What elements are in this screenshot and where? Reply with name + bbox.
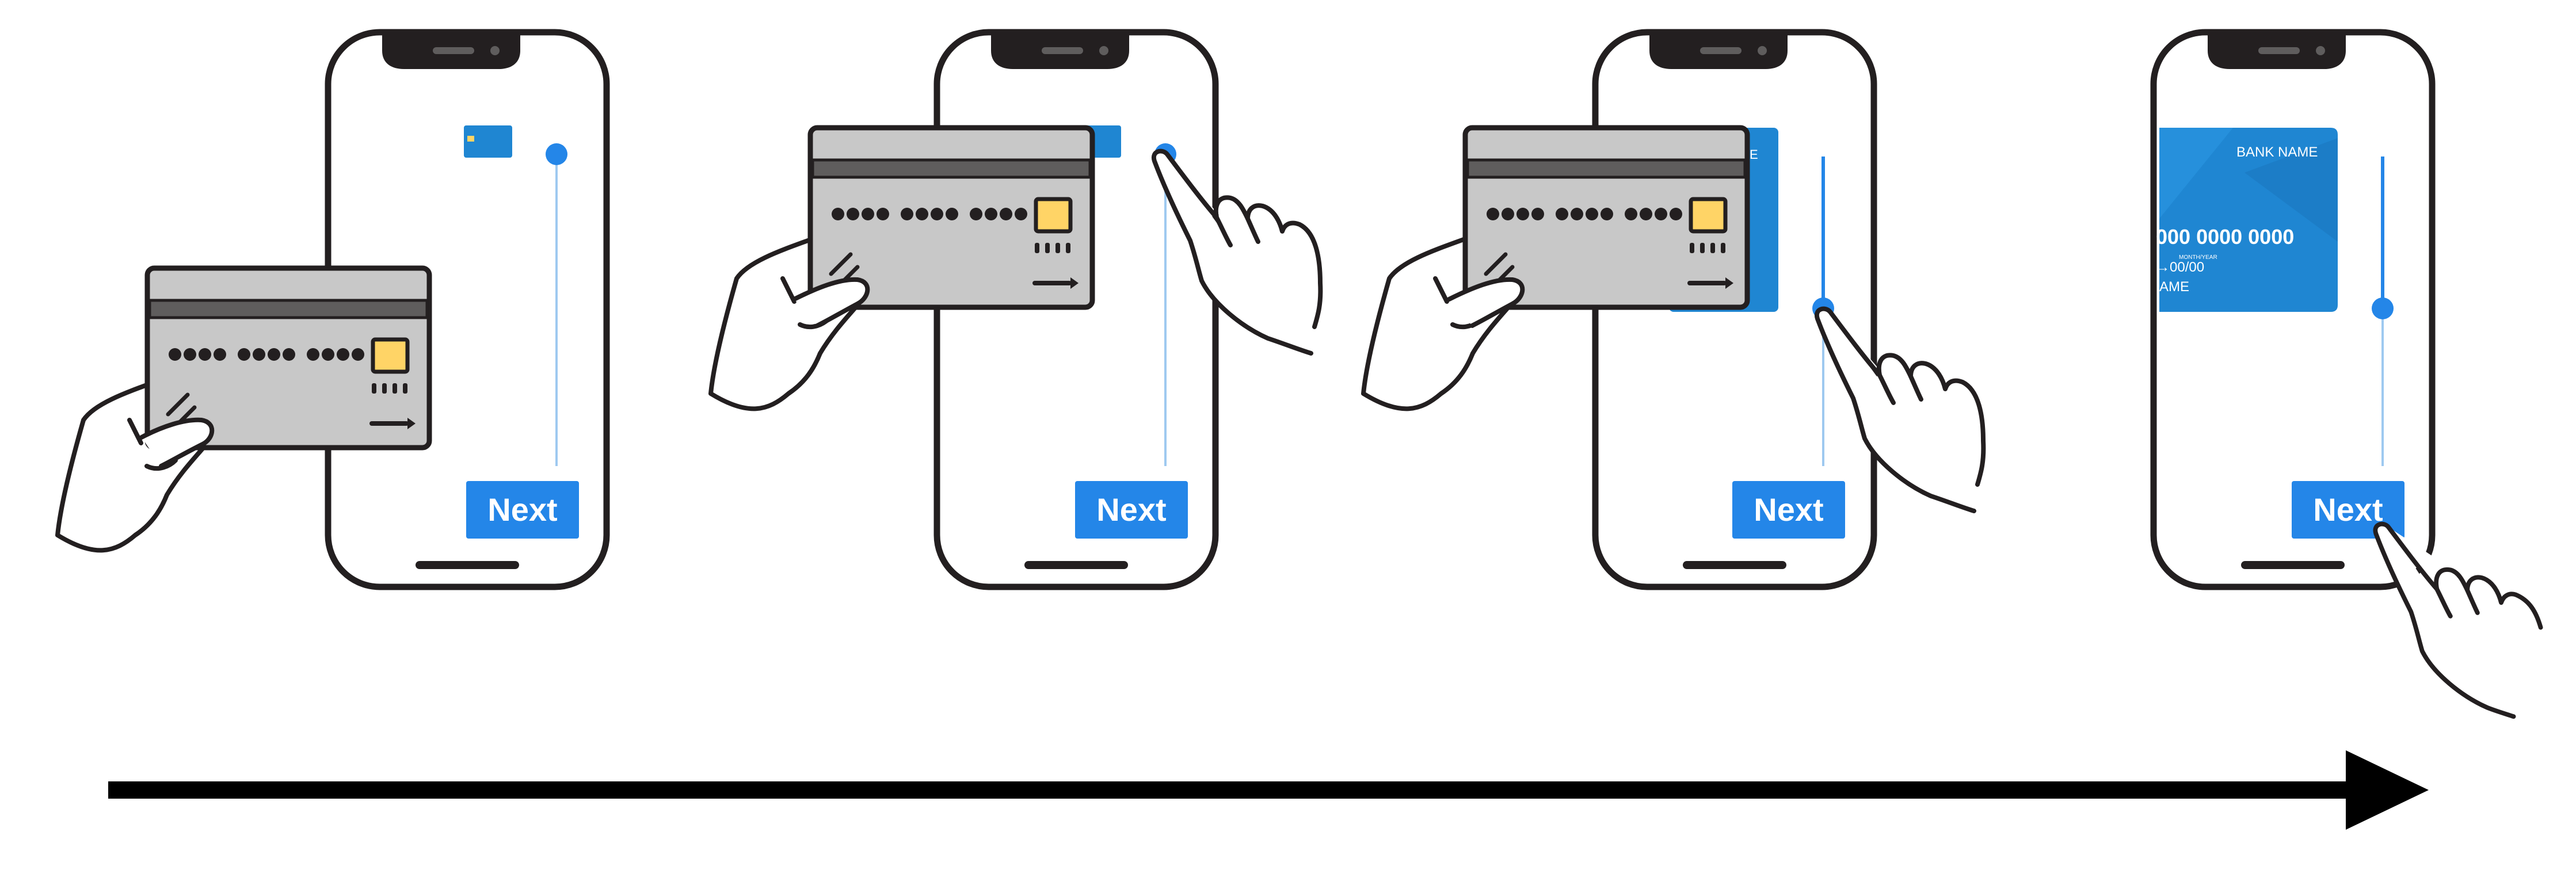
next-button-label: Next xyxy=(2313,491,2383,528)
arrow-right-icon xyxy=(108,750,2429,830)
slider-handle[interactable] xyxy=(2372,297,2394,319)
bank-name: BANK NAME xyxy=(2236,144,2318,160)
card-thumbnail xyxy=(464,125,512,158)
scan-slider[interactable] xyxy=(546,143,567,466)
month-year-label: MONTH/YEAR xyxy=(2179,254,2217,261)
thumb xyxy=(792,277,870,328)
pointing-hand-icon xyxy=(2373,521,2543,719)
next-button-label: Next xyxy=(1754,491,1823,528)
bank-name-fragment: E xyxy=(1750,147,1758,162)
screen-card: BANK NAME 000 0000 0000 MONTH/YEAR →00/0… xyxy=(2156,128,2338,312)
step-3: E 0 Next xyxy=(1363,29,1983,590)
next-button[interactable]: Next xyxy=(1732,481,1845,539)
next-button-label: Next xyxy=(1096,491,1166,528)
next-button[interactable]: Next xyxy=(1075,481,1188,539)
step-2: Next xyxy=(711,29,1320,590)
card-number: 000 0000 0000 xyxy=(2156,225,2294,249)
thumb xyxy=(1447,277,1525,328)
next-button-label: Next xyxy=(487,491,557,528)
next-button[interactable]: Next xyxy=(466,481,579,539)
step-1: Next xyxy=(58,29,610,590)
scan-slider[interactable] xyxy=(2372,157,2394,466)
expiry-date: →00/00 xyxy=(2156,260,2204,275)
step-4: BANK NAME 000 0000 0000 MONTH/YEAR →00/0… xyxy=(2150,29,2543,719)
card-holder: AME xyxy=(2159,279,2189,295)
slider-handle[interactable] xyxy=(546,143,567,165)
thumb xyxy=(139,417,215,468)
